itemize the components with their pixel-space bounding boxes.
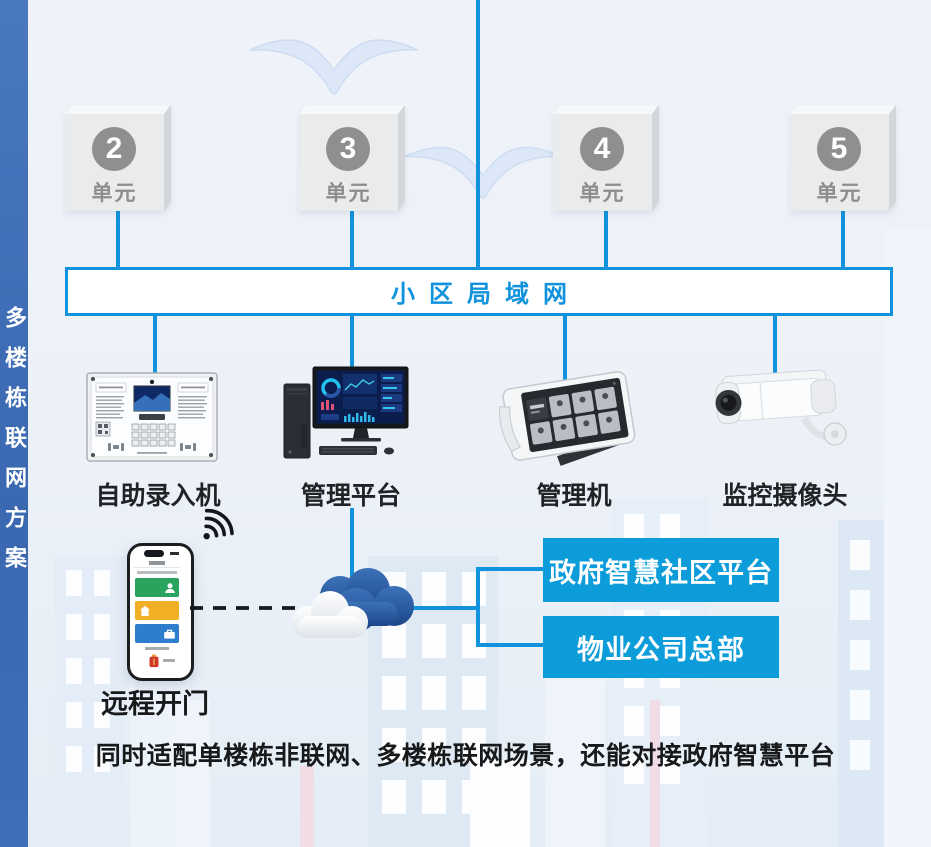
building	[170, 700, 210, 847]
phone-app-title	[149, 561, 165, 565]
connector-line	[350, 312, 354, 376]
building	[55, 556, 125, 847]
platform-box-government: 政府智慧社区平台	[543, 538, 779, 602]
phone-subtitle	[137, 571, 177, 574]
unit-number-badge: 2	[92, 127, 136, 171]
building	[470, 760, 530, 847]
connector-line	[153, 312, 157, 378]
building-windows	[850, 540, 870, 570]
phone-status-icons	[170, 552, 179, 555]
management-platform-pc-illustration	[283, 366, 409, 459]
platform-box-label: 政府智慧社区平台	[549, 557, 773, 588]
device-label-kiosk: 自助录入机	[95, 482, 221, 510]
person-icon	[165, 582, 175, 593]
building	[884, 230, 931, 847]
unit-label: 单元	[325, 182, 372, 205]
phone-caption-line	[145, 647, 169, 650]
building	[300, 766, 314, 847]
connector-line	[563, 312, 567, 382]
unit-box-3d	[790, 105, 896, 211]
device-label-platform: 管理平台	[300, 482, 401, 510]
connector-line	[476, 643, 544, 647]
unit-box-3: 3 单元	[299, 105, 405, 211]
caption-text: 同时适配单楼栋非联网、多楼栋联网场景，还能对接政府智慧平台	[95, 742, 836, 770]
connector-line	[398, 606, 480, 610]
unit-label: 单元	[91, 182, 138, 205]
smartphone-illustration	[127, 543, 194, 681]
seagull-icon	[403, 146, 563, 199]
phone-button-blue[interactable]	[135, 624, 179, 643]
platform-box-property: 物业公司总部	[543, 616, 779, 678]
briefcase-icon	[164, 629, 175, 639]
seagull-icon	[249, 39, 419, 95]
lan-bus-bar: 小区局域网	[65, 267, 893, 316]
building	[650, 700, 660, 847]
connector-line	[476, 567, 544, 571]
unit-box-5: 5 单元	[790, 105, 896, 211]
connector-line	[350, 508, 354, 578]
unit-number-badge: 4	[580, 127, 624, 171]
phone-label: 远程开门	[101, 689, 209, 719]
connector-line	[476, 567, 480, 647]
device-label-console: 管理机	[536, 482, 612, 510]
surveillance-camera-illustration	[715, 369, 847, 446]
connector-line	[773, 312, 777, 380]
unit-number-badge: 3	[326, 127, 370, 171]
device-label-camera: 监控摄像头	[722, 482, 848, 510]
unit-label: 单元	[816, 182, 863, 205]
lantern-badge-icon	[149, 654, 159, 668]
connector-line	[604, 208, 608, 268]
building-windows	[624, 514, 644, 544]
phone-button-green[interactable]	[135, 578, 179, 597]
unit-box-2: 2 单元	[65, 105, 171, 211]
phone-badge-label-line	[163, 659, 175, 662]
lan-label: 小区局域网	[391, 281, 581, 308]
unit-label: 单元	[579, 182, 626, 205]
phone-button-yellow[interactable]	[135, 601, 179, 620]
management-console-illustration	[499, 371, 636, 466]
wifi-icon	[203, 508, 234, 540]
phone-divider	[134, 567, 180, 568]
unit-number-badge: 5	[817, 127, 861, 171]
connector-line	[476, 0, 480, 268]
sidebar: 多楼栋联网方案	[0, 0, 28, 847]
home-icon	[139, 605, 151, 616]
unit-box-4: 4 单元	[553, 105, 659, 211]
sidebar-title: 多楼栋联网方案	[2, 306, 27, 586]
phone-notch	[144, 550, 164, 557]
platform-box-label: 物业公司总部	[577, 634, 745, 665]
cloud-icon	[292, 568, 414, 638]
dashed-link-line	[190, 606, 302, 610]
self-service-kiosk-illustration	[86, 372, 218, 462]
connector-line	[841, 208, 845, 268]
building-windows	[66, 570, 82, 596]
connector-line	[116, 208, 120, 268]
connector-line	[350, 208, 354, 268]
